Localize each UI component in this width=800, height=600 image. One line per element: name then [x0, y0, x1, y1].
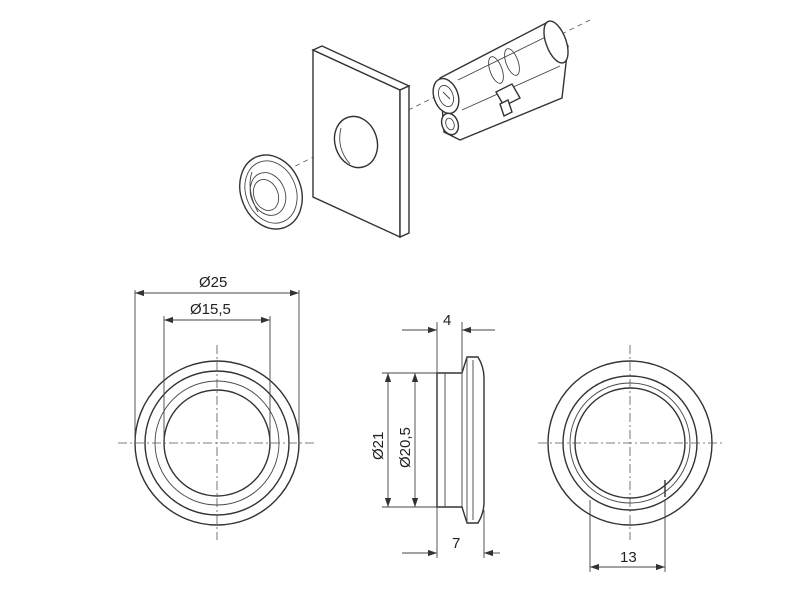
dimension-depth-top: 4	[402, 312, 495, 373]
side-profile-outline	[436, 356, 485, 524]
rear-view: 13	[538, 345, 722, 572]
dimension-cutout-width: 13	[589, 500, 666, 572]
lock-cylinder-part	[432, 20, 569, 141]
label-inner-diameter: Ø15,5	[190, 301, 231, 318]
dimension-side-outer-diameter: Ø21	[370, 372, 437, 508]
dimension-depth-bottom: 7	[402, 507, 500, 558]
label-cutout-width: 13	[620, 549, 637, 566]
side-view: 4 7 Ø21 Ø20,5	[370, 312, 500, 558]
door-plate-part	[311, 45, 411, 239]
label-depth-bottom: 7	[452, 535, 460, 552]
rosette-part	[239, 154, 303, 230]
label-side-outer-diameter: Ø21	[370, 432, 387, 460]
label-depth-top: 4	[443, 312, 451, 329]
dimension-inner-diameter: Ø15,5	[163, 301, 271, 443]
label-outer-diameter: Ø25	[199, 274, 227, 291]
front-view: Ø25 Ø15,5	[118, 274, 316, 540]
dimension-outer-diameter: Ø25	[134, 274, 300, 443]
label-side-inner-diameter: Ø20,5	[397, 427, 414, 468]
dimension-side-inner-diameter: Ø20,5	[397, 373, 419, 507]
exploded-assembly-view	[239, 19, 591, 239]
